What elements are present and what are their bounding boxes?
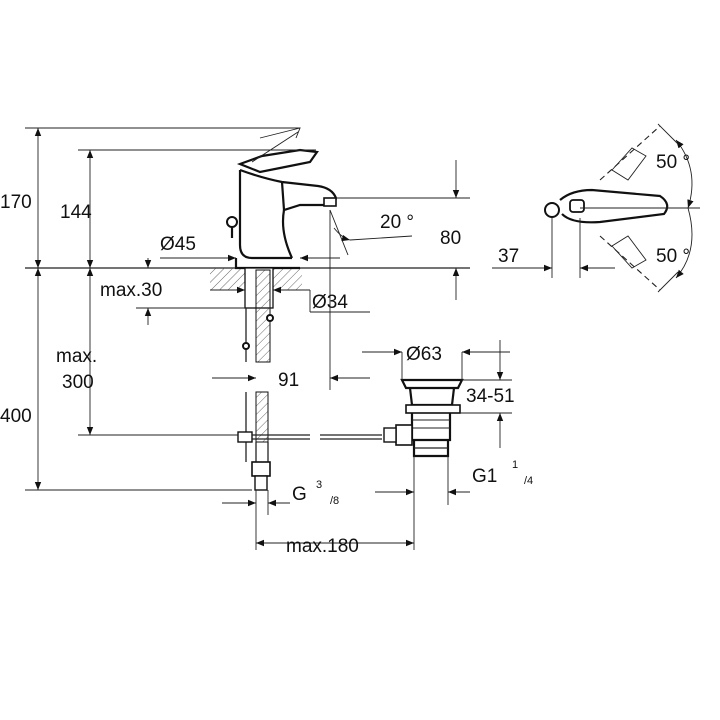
dim-diameter-34: Ø34 [312,292,348,313]
dim-angle-20: 20 ° [380,212,414,233]
dim-400: 400 [0,406,32,427]
supply-hoses [237,267,382,491]
horizontal-dimensions [160,227,512,550]
dim-91: 91 [278,370,299,391]
dim-diameter-63: Ø63 [406,344,442,365]
dim-80: 80 [440,228,461,249]
dim-g-fraction-den: /8 [330,495,339,507]
pop-up-waste [383,378,464,458]
dim-angle-50-top: 50 ° [656,152,690,173]
dim-170: 170 [0,192,32,213]
dim-g1-thread: G1 [472,466,497,487]
dim-g1-fraction-den: /4 [524,475,533,487]
dim-max-30: max.30 [100,280,162,301]
dim-angle-50-bottom: 50 ° [656,246,690,267]
dim-300: 300 [62,372,94,393]
dim-max-180: max.180 [286,536,359,557]
dim-g1-fraction-num: 1 [512,459,518,471]
dim-g-thread: G [292,484,307,505]
dim-34-51: 34-51 [466,386,515,407]
dim-37: 37 [498,246,519,267]
dim-max-label: max. [56,346,97,367]
dimension-labels: 170 144 Ø45 20 ° 80 max.30 Ø34 max. 300 … [0,152,690,557]
dim-g-fraction-num: 3 [316,479,322,491]
dim-diameter-45: Ø45 [160,234,196,255]
faucet-top-view [492,123,700,293]
faucet-side-view [226,127,349,270]
dim-144: 144 [60,202,92,223]
vertical-dimensions [25,127,470,491]
